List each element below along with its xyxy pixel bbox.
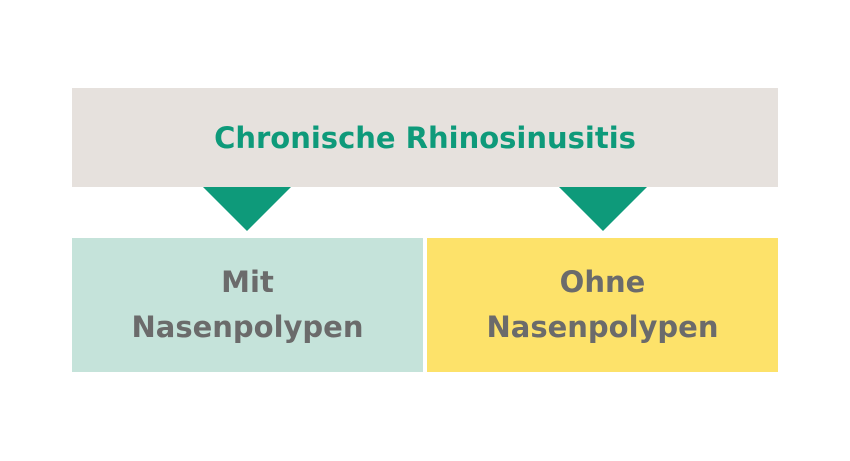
left-line1: Mit: [221, 265, 274, 299]
right-line1: Ohne: [559, 265, 646, 299]
left-line2: Nasenpolypen: [131, 310, 364, 344]
root-title: Chronische Rhinosinusitis: [214, 120, 636, 155]
arrow-right-icon: [559, 187, 647, 231]
arrow-left-icon: [203, 187, 291, 231]
root-box: Chronische Rhinosinusitis: [72, 88, 778, 187]
right-line2: Nasenpolypen: [486, 310, 719, 344]
